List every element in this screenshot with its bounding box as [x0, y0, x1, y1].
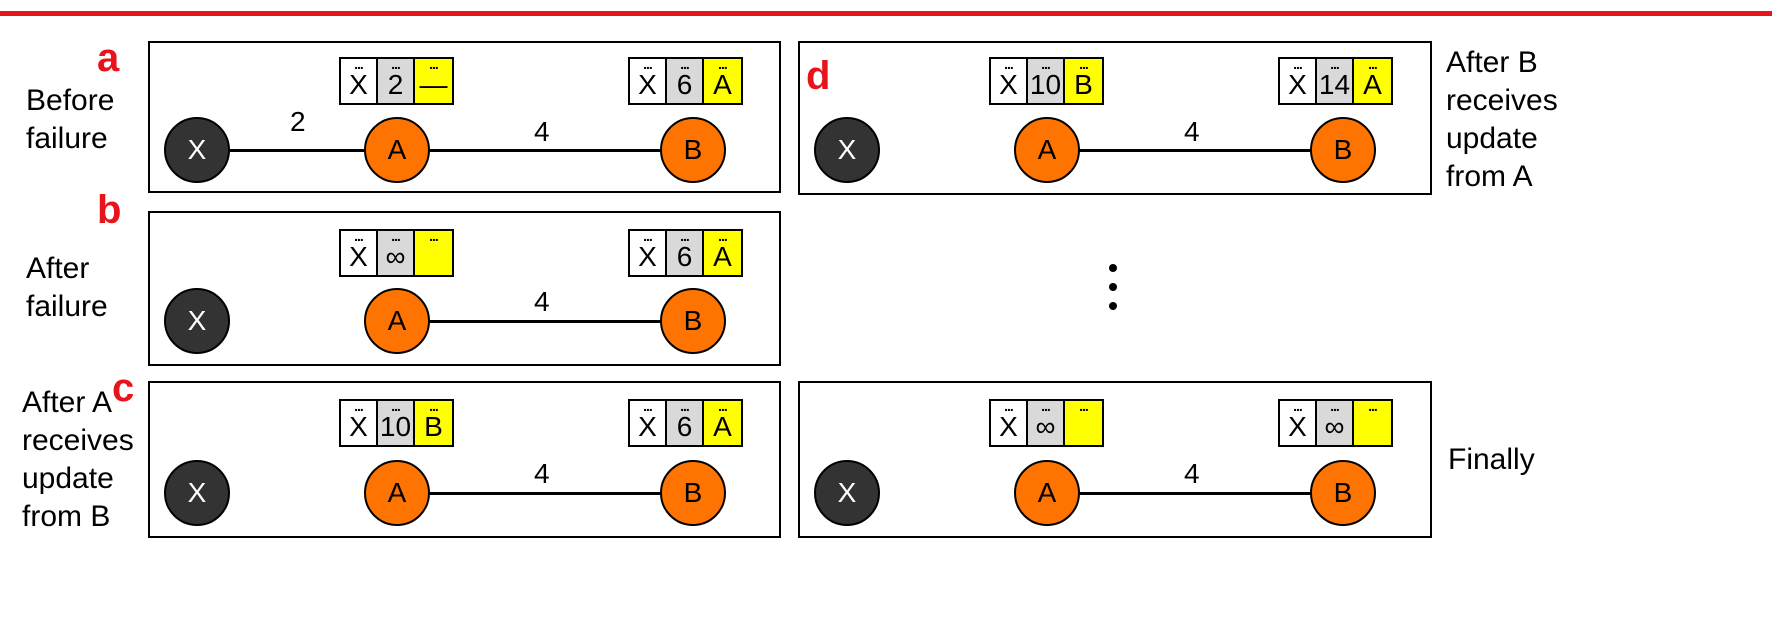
node-x: X — [164, 117, 230, 183]
node-a: A — [1014, 117, 1080, 183]
link-a-b — [1078, 149, 1332, 152]
routing-table-b: ...X ...6 ...A — [628, 229, 743, 277]
cost-cell: ...∞ — [378, 229, 415, 275]
routing-table-b: ...X ...6 ...A — [628, 57, 743, 105]
routing-table-a: ...X ...10 ...B — [989, 57, 1104, 105]
cost-cell: ...6 — [667, 229, 704, 275]
dest-cell: ...X — [1280, 399, 1317, 445]
caption-line: After A — [22, 386, 113, 419]
node-a: A — [1014, 460, 1080, 526]
node-x: X — [164, 460, 230, 526]
panel-d: ...X ...10 ...B ...X ...14 ...A 4 X A B — [798, 41, 1432, 195]
ellipsis-dot — [1109, 264, 1117, 272]
link-a-b — [428, 320, 682, 323]
cost-cell: ...2 — [378, 57, 415, 103]
routing-table-a: ...X ...∞ ... — [339, 229, 454, 277]
node-x: X — [814, 460, 880, 526]
cost-cell: ...6 — [667, 399, 704, 445]
node-b: B — [660, 117, 726, 183]
ellipsis-dot — [1109, 283, 1117, 291]
node-b: B — [660, 460, 726, 526]
caption-line: Before — [26, 84, 115, 117]
via-cell: ...B — [415, 399, 452, 445]
caption-line: from B — [22, 500, 111, 533]
routing-table-b: ...X ...6 ...A — [628, 399, 743, 447]
panel-b-caption: After failure — [26, 250, 108, 326]
dest-cell: ...X — [341, 399, 378, 445]
node-x: X — [164, 288, 230, 354]
via-cell: ...B — [1065, 57, 1102, 103]
via-cell: ...A — [704, 57, 741, 103]
routing-table-a: ...X ...2 ...— — [339, 57, 454, 105]
link-x-a — [228, 149, 376, 152]
node-b: B — [1310, 460, 1376, 526]
caption-line: update — [1446, 122, 1538, 155]
ellipsis-dot — [1109, 302, 1117, 310]
link-cost-a-b: 4 — [534, 286, 550, 317]
dest-cell: ...X — [630, 399, 667, 445]
via-cell: ...A — [1354, 57, 1391, 103]
dest-cell: ...X — [341, 229, 378, 275]
routing-table-b: ...X ...14 ...A — [1278, 57, 1393, 105]
cost-cell: ...6 — [667, 57, 704, 103]
node-x: X — [814, 117, 880, 183]
via-cell: ... — [1354, 399, 1391, 445]
dest-cell: ...X — [991, 399, 1028, 445]
cost-cell: ...∞ — [1028, 399, 1065, 445]
cost-cell: ...10 — [1028, 57, 1065, 103]
panel-b: ...X ...∞ ... ...X ...6 ...A 4 X A B — [148, 211, 781, 366]
panel-label-d: d — [806, 54, 831, 98]
panel-label-b: b — [97, 188, 122, 232]
caption-line: After — [26, 252, 90, 285]
link-a-b — [1078, 492, 1332, 495]
cost-cell: ...14 — [1317, 57, 1354, 103]
caption-line: update — [22, 462, 114, 495]
caption-line: receives — [22, 424, 134, 457]
caption-line: After B — [1446, 46, 1538, 79]
panel-c-caption: After A receives update from B — [22, 384, 134, 536]
via-cell: ...A — [704, 399, 741, 445]
cost-cell: ...∞ — [1317, 399, 1354, 445]
link-cost-a-b: 4 — [1184, 458, 1200, 489]
panel-final-caption: Finally — [1448, 441, 1535, 479]
panel-a-caption: Before failure — [26, 82, 114, 158]
via-cell: ... — [1065, 399, 1102, 445]
routing-table-a: ...X ...10 ...B — [339, 399, 454, 447]
caption-line: receives — [1446, 84, 1558, 117]
caption-line: failure — [26, 290, 108, 323]
via-cell: ... — [415, 229, 452, 275]
dest-cell: ...X — [630, 229, 667, 275]
node-a: A — [364, 117, 430, 183]
link-cost-x-a: 2 — [290, 106, 306, 137]
panel-d-caption: After B receives update from A — [1446, 44, 1558, 196]
node-b: B — [660, 288, 726, 354]
panel-label-c: c — [112, 366, 135, 410]
node-a: A — [364, 460, 430, 526]
dest-cell: ...X — [630, 57, 667, 103]
link-a-b — [428, 149, 682, 152]
caption-line: Finally — [1448, 443, 1535, 476]
node-a: A — [364, 288, 430, 354]
dest-cell: ...X — [991, 57, 1028, 103]
node-b: B — [1310, 117, 1376, 183]
panel-label-a: a — [97, 36, 120, 80]
dest-cell: ...X — [1280, 57, 1317, 103]
link-cost-a-b: 4 — [1184, 116, 1200, 147]
via-cell: ...A — [704, 229, 741, 275]
cost-cell: ...10 — [378, 399, 415, 445]
link-cost-a-b: 4 — [534, 116, 550, 147]
panel-final: ...X ...∞ ... ...X ...∞ ... 4 X A B — [798, 381, 1432, 538]
link-a-b — [428, 492, 682, 495]
dest-cell: ...X — [341, 57, 378, 103]
panel-c: ...X ...10 ...B ...X ...6 ...A 4 X A B — [148, 381, 781, 538]
panel-a: ...X ...2 ...— ...X ...6 ...A 2 4 X A B — [148, 41, 781, 193]
top-red-rule — [0, 11, 1772, 16]
routing-table-b: ...X ...∞ ... — [1278, 399, 1393, 447]
routing-table-a: ...X ...∞ ... — [989, 399, 1104, 447]
link-cost-a-b: 4 — [534, 458, 550, 489]
via-cell: ...— — [415, 57, 452, 103]
caption-line: failure — [26, 122, 108, 155]
caption-line: from A — [1446, 160, 1533, 193]
